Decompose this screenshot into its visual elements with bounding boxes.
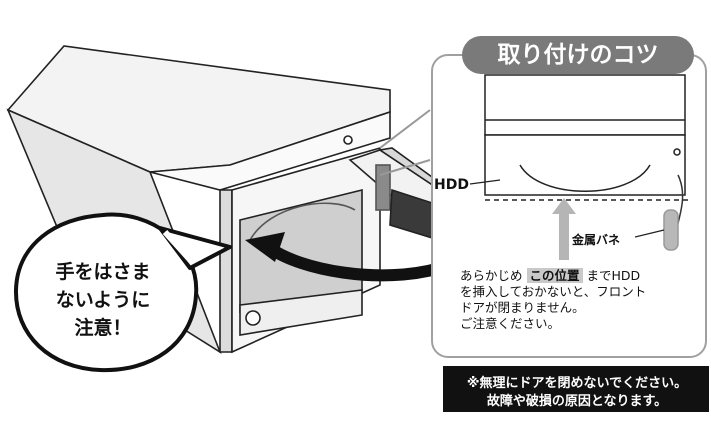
callout-title: 取り付けのコツ: [462, 36, 694, 74]
instruction-line-1-end: までHDD: [586, 268, 641, 283]
position-arrow: [552, 198, 576, 260]
caution-text: 手をはさま ないように 注意！: [18, 258, 188, 342]
spring-leader: [634, 229, 665, 238]
caution-line-2: ないように: [55, 289, 151, 311]
instruction-text: あらかじめ この位置 までHDD を挿入しておかないと、フロント ドアが閉まりま…: [460, 268, 706, 332]
instruction-line-1-start: あらかじめ: [460, 268, 523, 283]
instruction-line-2: を挿入しておかないと、フロント: [460, 284, 647, 299]
caution-bubble-shape: [13, 212, 232, 373]
enclosure: [6, 45, 391, 354]
instruction-line-4: ご注意ください。: [460, 316, 561, 331]
caution-line-3: 注意！: [74, 317, 132, 339]
zoom-lines: [379, 109, 431, 176]
warning-box: [443, 366, 709, 412]
instruction-line-3: ドアが閉まりません。: [460, 300, 585, 315]
metal-spring-label: 金属バネ: [572, 233, 621, 247]
insert-arrow: [245, 232, 446, 282]
instruction-line-1: あらかじめ この位置 までHDD: [460, 268, 706, 284]
detail-drawing: [484, 74, 690, 251]
warning-line-1: ※無理にドアを閉めないでください。: [466, 376, 688, 391]
caution-line-1: 手をはさま: [55, 261, 151, 283]
position-highlight: この位置: [526, 268, 583, 283]
hdd-label: HDD: [434, 177, 469, 193]
warning-line-2: 故障や破損の原因となります。: [486, 394, 668, 409]
hdd-leader: [469, 179, 501, 185]
